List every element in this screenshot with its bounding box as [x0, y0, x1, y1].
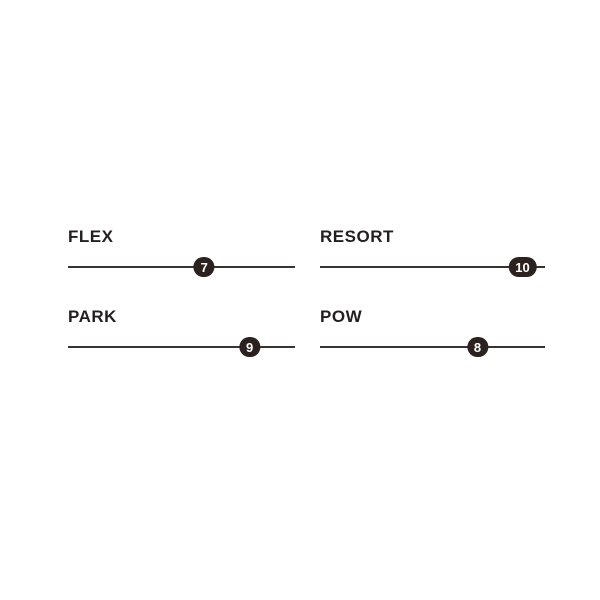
spec-park: PARK 9 — [68, 307, 295, 357]
spec-label-park: PARK — [68, 307, 117, 326]
spec-value-pill-pow: 8 — [466, 337, 489, 357]
spec-label-flex: FLEX — [68, 227, 114, 246]
spec-pow: POW 8 — [320, 307, 545, 357]
spec-flex: FLEX 7 — [68, 227, 295, 277]
spec-value-pill-resort: 10 — [508, 257, 537, 277]
spec-label-resort: RESORT — [320, 227, 394, 246]
spec-value-flex: 7 — [200, 259, 208, 275]
spec-track-park: 9 — [68, 337, 295, 357]
spec-grid: FLEX 7 RESORT 10 PARK 9 — [68, 227, 545, 357]
spec-track-pow: 8 — [320, 337, 545, 357]
spec-label-pow: POW — [320, 307, 363, 326]
spec-track-flex: 7 — [68, 257, 295, 277]
spec-value-pill-flex: 7 — [193, 257, 215, 277]
spec-value-pill-park: 9 — [238, 337, 261, 357]
spec-value-pow: 8 — [473, 339, 482, 355]
spec-value-resort: 10 — [515, 259, 530, 275]
spec-resort: RESORT 10 — [320, 227, 545, 277]
spec-value-park: 9 — [245, 339, 254, 355]
spec-track-resort: 10 — [320, 257, 545, 277]
